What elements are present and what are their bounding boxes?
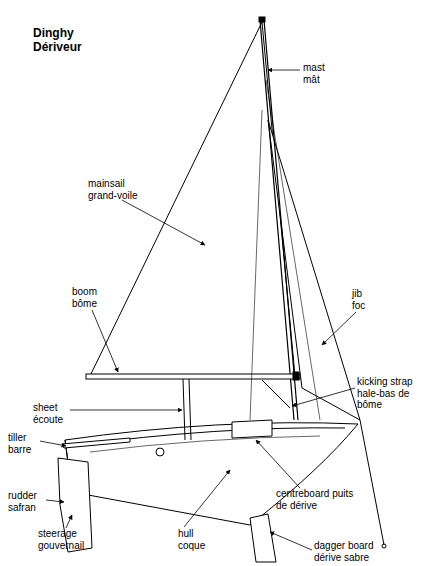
leader-lines	[40, 70, 356, 550]
leader-line	[70, 410, 182, 411]
boat-drawing	[58, 17, 386, 562]
part-label: rudder safran	[8, 490, 46, 513]
part-label: mainsail grand-voile	[88, 178, 150, 201]
shroud-line	[250, 80, 320, 420]
leader-line	[292, 388, 355, 406]
part-label: boom bôme	[72, 286, 104, 309]
mast-spar	[260, 20, 298, 420]
boom-spar	[86, 374, 300, 379]
leader-line	[66, 515, 72, 528]
dagger-board-blade	[250, 514, 276, 562]
part-label: hull coque	[178, 528, 212, 551]
part-label: kicking strap hale-bas de bôme	[357, 376, 425, 411]
leader-line	[184, 470, 230, 527]
mast-head	[259, 17, 265, 22]
sheet-coil	[156, 448, 164, 456]
part-label: jib foc	[352, 288, 372, 311]
leader-line	[40, 441, 66, 446]
tiller-bar	[62, 438, 130, 448]
part-label: sheet écoute	[33, 402, 73, 425]
jib-line	[360, 420, 384, 545]
leader-line	[122, 200, 205, 245]
part-label: mast mât	[303, 62, 329, 85]
kicking-strap-line	[262, 380, 290, 408]
sheet-post	[183, 379, 191, 440]
gooseneck	[293, 372, 299, 380]
leader-line	[322, 312, 356, 345]
leader-line	[268, 70, 300, 71]
part-label: steerage gouvernail	[38, 528, 96, 551]
leader-line	[46, 500, 64, 502]
leader-line	[256, 440, 300, 488]
diagram-title: Dinghy Dériveur	[33, 26, 91, 55]
part-label: dagger board dérive sabre	[314, 540, 382, 563]
centreboard-case	[232, 420, 272, 438]
leader-line	[270, 532, 312, 550]
part-label: tiller barre	[8, 432, 40, 455]
part-label: centreboard puits de dérive	[276, 488, 356, 511]
hull-shape	[65, 423, 358, 525]
line-end	[382, 544, 386, 548]
leader-line	[92, 310, 118, 372]
